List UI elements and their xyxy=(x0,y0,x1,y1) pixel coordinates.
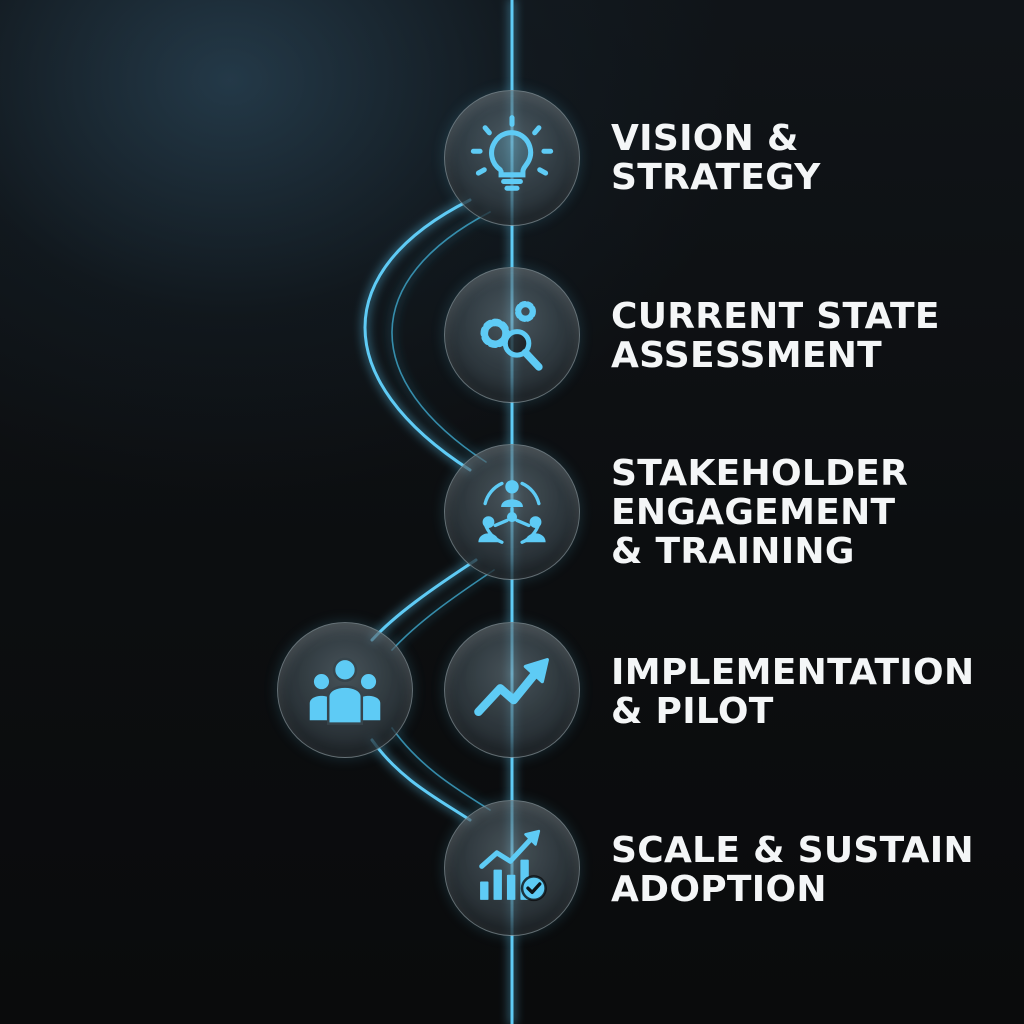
people-network-icon xyxy=(478,480,546,544)
branch-curve-1-inner xyxy=(391,211,491,463)
step-node-assessment xyxy=(444,267,580,403)
team-group-icon xyxy=(309,657,381,725)
step-node-vision xyxy=(444,90,580,226)
branch-curve-2-inner xyxy=(391,569,495,651)
lightbulb-icon xyxy=(470,115,554,191)
step-label-vision: VISION & STRATEGY xyxy=(611,118,821,198)
step-label-stakeholder: STAKEHOLDER ENGAGEMENT & TRAINING xyxy=(611,453,909,572)
gears-magnifier-icon xyxy=(480,300,543,371)
step-label-scale: SCALE & SUSTAIN ADOPTION xyxy=(611,830,974,910)
branch-curve-3 xyxy=(370,738,472,822)
step-node-stakeholder xyxy=(444,444,580,580)
side-node-team xyxy=(277,622,413,758)
step-node-implementation xyxy=(444,622,580,758)
trend-up-arrow-icon xyxy=(474,658,549,717)
branch-curve-1 xyxy=(363,198,472,472)
step-label-implementation: IMPLEMENTATION & PILOT xyxy=(611,652,975,732)
step-node-scale xyxy=(444,800,580,936)
branch-curve-3-inner xyxy=(391,727,491,811)
chart-check-icon xyxy=(479,829,547,902)
step-label-assessment: CURRENT STATE ASSESSMENT xyxy=(611,296,940,376)
branch-curve-2 xyxy=(370,558,478,642)
